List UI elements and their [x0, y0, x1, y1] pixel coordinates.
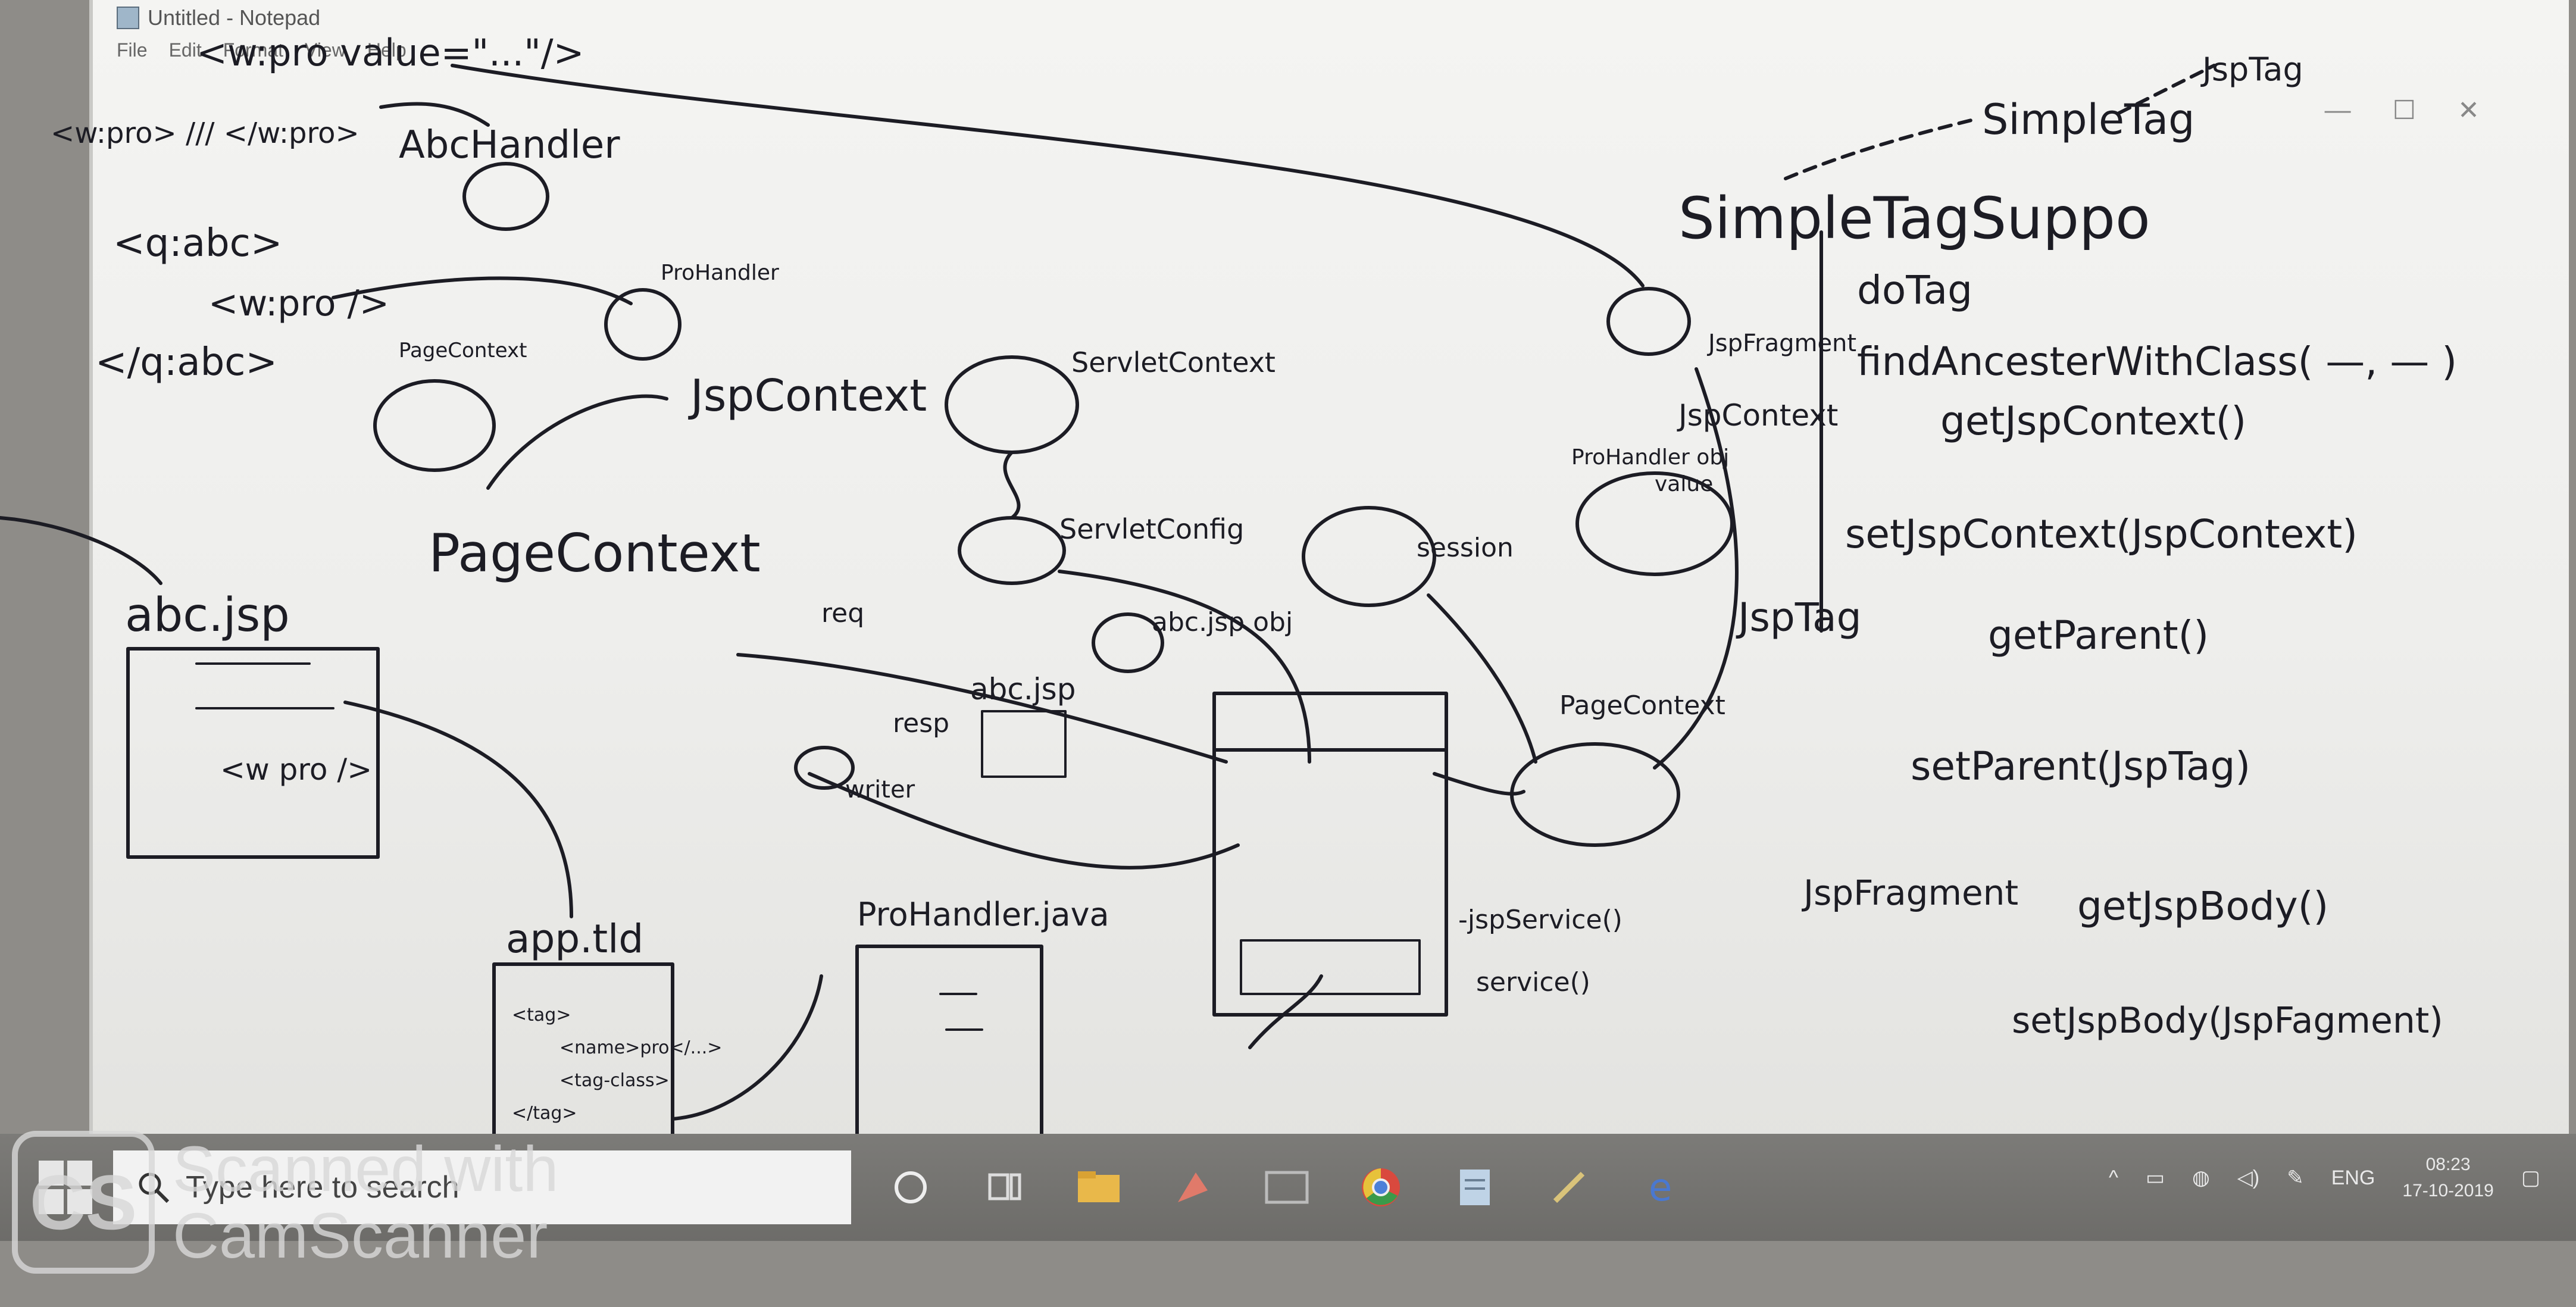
notification-icon[interactable]: ▢ — [2521, 1167, 2540, 1189]
windows-start-icon[interactable] — [36, 1158, 95, 1217]
volume-icon[interactable]: ◁) — [2237, 1167, 2260, 1189]
clock-time: 08:23 — [2425, 1155, 2471, 1174]
window-title: Untitled - Notepad — [148, 5, 321, 30]
svg-text:e: e — [1649, 1166, 1672, 1210]
camscanner-logo: CS — [12, 1131, 155, 1274]
paint-icon[interactable] — [1163, 1158, 1223, 1217]
watermark-text: Scanned with CamScanner — [173, 1136, 558, 1269]
watermark-line-2: CamScanner — [173, 1199, 548, 1271]
cortana-icon[interactable] — [881, 1158, 940, 1217]
pen-icon[interactable]: ✎ — [2287, 1167, 2304, 1189]
watermark-line-1: Scanned with — [173, 1133, 559, 1205]
menu-view[interactable]: View — [305, 39, 346, 61]
clock[interactable]: 08:23 17-10-2019 — [2402, 1152, 2493, 1204]
close-button[interactable]: ✕ — [2458, 96, 2480, 125]
menu-bar: File Edit Format View Help — [117, 39, 407, 61]
taskbar: Type here to search e ^ ▭ — [0, 1134, 2576, 1241]
network-icon[interactable]: ◍ — [2192, 1167, 2210, 1189]
task-view-icon[interactable] — [975, 1158, 1034, 1217]
clock-date: 17-10-2019 — [2402, 1181, 2494, 1200]
chrome-icon[interactable] — [1351, 1158, 1411, 1217]
taskbar-search-box[interactable]: Type here to search — [113, 1150, 851, 1224]
menu-format[interactable]: Format — [223, 39, 284, 61]
minimize-button[interactable]: — — [2324, 95, 2351, 124]
maximize-button[interactable]: ☐ — [2392, 96, 2416, 125]
camscanner-watermark: CS Scanned with CamScanner — [12, 1131, 558, 1274]
battery-icon[interactable]: ▭ — [2145, 1167, 2165, 1189]
notepad-icon — [117, 7, 139, 29]
title-bar: Untitled - Notepad — [93, 0, 2569, 36]
file-explorer-icon[interactable] — [1069, 1158, 1128, 1217]
notepad-icon[interactable] — [1445, 1158, 1505, 1217]
language-indicator[interactable]: ENG — [2331, 1166, 2375, 1189]
menu-edit[interactable]: Edit — [168, 39, 202, 61]
window-controls: — ☐ ✕ — [2325, 95, 2480, 126]
search-placeholder: Type here to search — [186, 1170, 459, 1205]
system-tray: ^ ▭ ◍ ◁) ✎ ENG 08:23 17-10-2019 ▢ — [2109, 1152, 2540, 1204]
chevron-up-icon[interactable]: ^ — [2108, 1166, 2118, 1189]
menu-file[interactable]: File — [117, 39, 148, 61]
edge-icon[interactable]: e — [1633, 1158, 1693, 1217]
pen-tool-icon[interactable] — [1539, 1158, 1599, 1217]
menu-help[interactable]: Help — [367, 39, 407, 61]
notepad-window: Untitled - Notepad File Edit Format View… — [89, 0, 2569, 1143]
taskbar-app-list: e — [881, 1158, 1693, 1217]
window-icon[interactable] — [1257, 1158, 1317, 1217]
